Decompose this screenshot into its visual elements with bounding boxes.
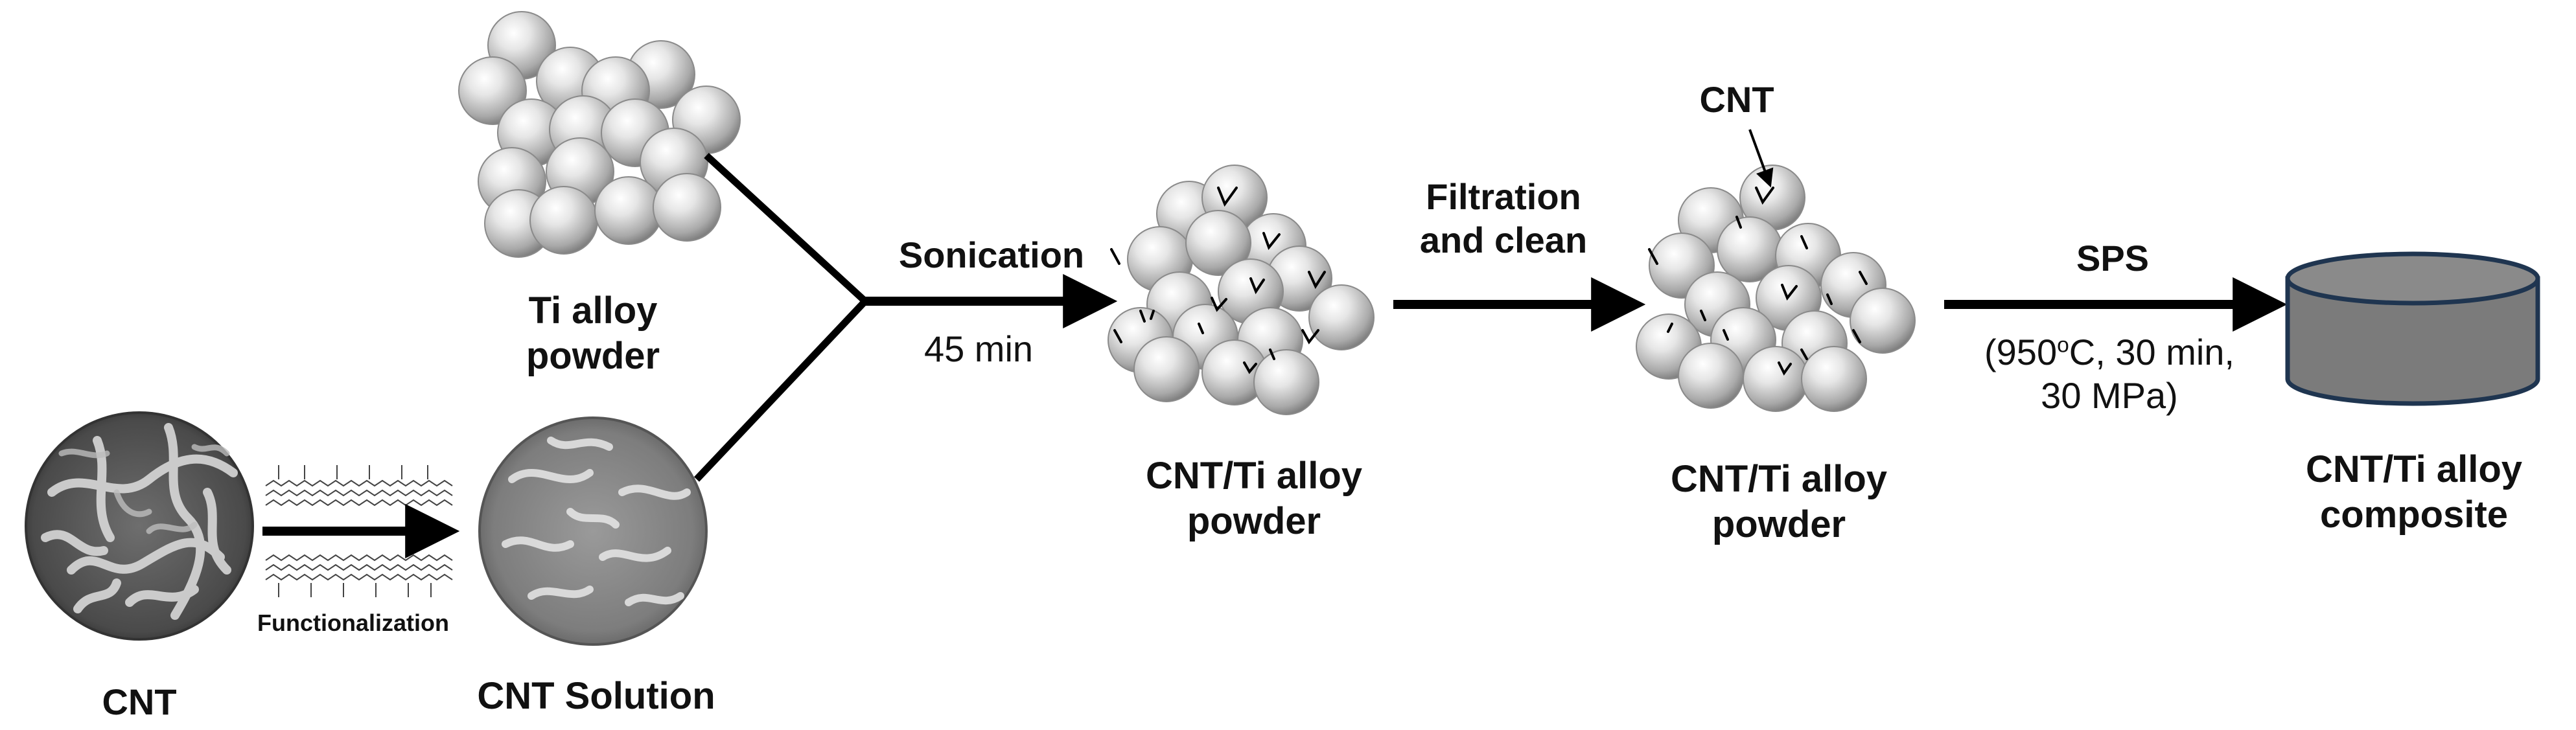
composite-label: CNT/Ti alloy composite bbox=[2305, 448, 2523, 536]
mixed-powder-label: CNT/Ti alloy powder bbox=[1145, 455, 1363, 542]
filtration-label: Filtration and clean bbox=[1419, 176, 1588, 261]
functionalized-cnt-lattice-icon bbox=[265, 465, 453, 597]
sps-label: SPS bbox=[2076, 238, 2150, 279]
merge-line-top bbox=[704, 152, 868, 304]
functionalization-label: Functionalization bbox=[257, 610, 449, 636]
cnt-ti-powder-cluster bbox=[1108, 165, 1375, 415]
sps-conditions: (950oC, 30 min, 30 MPa) bbox=[1984, 332, 2234, 416]
merge-line-bottom bbox=[694, 299, 868, 482]
filtered-cnt-ti-powder-cluster bbox=[1636, 165, 1916, 412]
ti-alloy-powder-cluster bbox=[458, 11, 741, 258]
ti-alloy-powder-label: Ti alloy powder bbox=[526, 290, 660, 377]
sonication-label: Sonication bbox=[898, 234, 1085, 275]
sonication-time: 45 min bbox=[923, 328, 1034, 369]
filtered-powder-label: CNT/Ti alloy powder bbox=[1670, 458, 1888, 545]
cnt-label: CNT bbox=[102, 681, 177, 722]
cnt-sem-image bbox=[25, 411, 254, 641]
cnt-solution-image bbox=[478, 416, 708, 646]
cnt-pointer-label: CNT bbox=[1699, 79, 1774, 120]
composite-disc bbox=[2285, 251, 2540, 406]
cnt-solution-label: CNT Solution bbox=[477, 675, 715, 717]
cnt-pointer-arrow bbox=[1748, 129, 1774, 188]
